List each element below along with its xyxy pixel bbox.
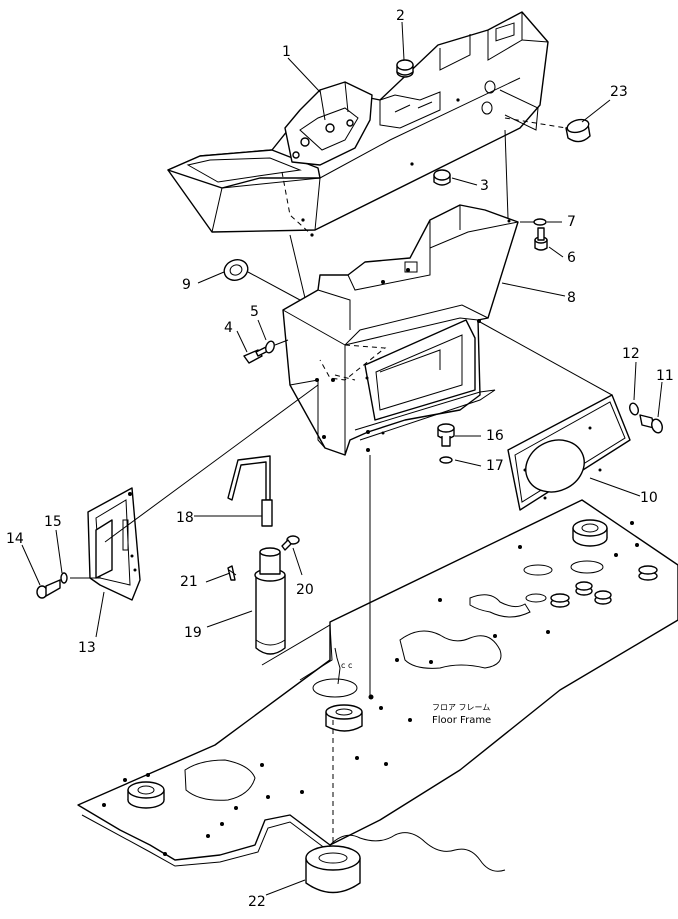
part-15-washer	[60, 572, 68, 584]
boss-small-1	[550, 593, 570, 608]
part-10-cover-plate	[507, 394, 631, 511]
part-2-nut	[396, 59, 414, 78]
callout-7: 7	[567, 214, 576, 230]
svg-text:c c: c c	[341, 661, 352, 670]
callout-6: 6	[567, 250, 576, 266]
part-9-grommet	[223, 259, 249, 281]
callout-15: 15	[44, 514, 62, 530]
floor-frame-label-japanese: フロア フレーム	[432, 703, 490, 712]
callout-9: 9	[182, 277, 191, 293]
callout-19: 19	[184, 625, 202, 641]
boss-left	[127, 781, 165, 809]
boss-small-4	[638, 565, 658, 581]
callout-1: 1	[282, 44, 291, 60]
callout-3: 3	[480, 178, 489, 194]
callout-labels: 1 2 3 4 5 6 7 8 9 10 11 12 13 14 15 16 1…	[6, 8, 674, 910]
part-7-washer	[533, 218, 547, 226]
floor-frame-label-english: Floor Frame	[432, 715, 491, 726]
boss-center	[325, 704, 363, 732]
part-8-lower-box	[282, 204, 519, 456]
leader-lines	[21, 21, 663, 896]
part-21-clip	[227, 565, 237, 581]
callout-16: 16	[486, 428, 504, 444]
floor-frame-plate	[77, 499, 678, 867]
part-11-bolt	[639, 414, 663, 434]
callout-2: 2	[396, 8, 405, 24]
part-23-cap	[565, 118, 591, 143]
callout-12: 12	[622, 346, 640, 362]
part-1-mechanism	[284, 81, 373, 166]
floor-frame-label: フロア フレーム Floor Frame	[432, 703, 491, 726]
boss-right-top	[572, 519, 608, 547]
part-6-bolt	[534, 227, 548, 251]
part-5-washer	[265, 340, 275, 354]
callout-14: 14	[6, 531, 24, 547]
part-14-bolt	[36, 579, 61, 599]
callout-10: 10	[640, 490, 658, 506]
callout-18: 18	[176, 510, 194, 526]
part-22-pad	[305, 845, 361, 894]
callout-13: 13	[78, 640, 96, 656]
callout-11: 11	[656, 368, 674, 384]
callout-8: 8	[567, 290, 576, 306]
callout-23: 23	[610, 84, 628, 100]
upper-console-box	[167, 11, 549, 237]
callout-20: 20	[296, 582, 314, 598]
part-13-bracket	[87, 487, 141, 601]
part-16-bolt	[437, 423, 455, 447]
part-19-cylinder	[254, 547, 286, 655]
callout-22: 22	[248, 894, 266, 910]
part-18-rod	[227, 455, 273, 527]
boss-small-2	[575, 581, 593, 596]
callout-21: 21	[180, 574, 198, 590]
callout-17: 17	[486, 458, 504, 474]
part-3-plug	[433, 169, 451, 186]
callout-5: 5	[250, 304, 259, 320]
part-17-washer	[439, 456, 453, 464]
callout-4: 4	[224, 320, 233, 336]
part-20-screw	[281, 535, 300, 551]
break-line	[329, 832, 506, 872]
part-12-washer	[629, 402, 639, 416]
boss-small-3	[594, 590, 612, 605]
